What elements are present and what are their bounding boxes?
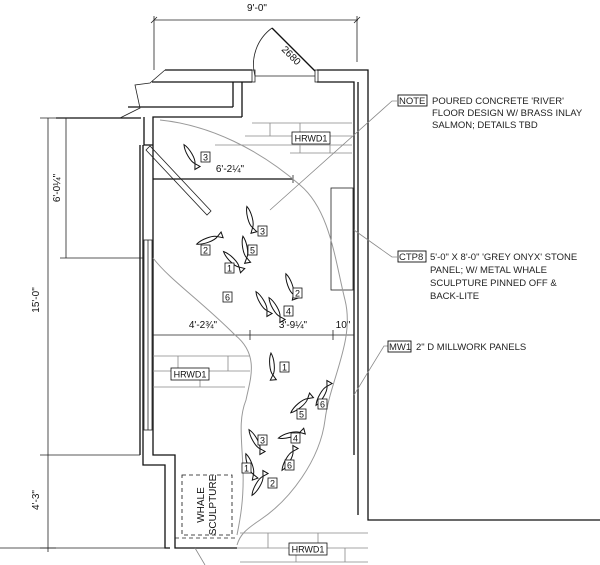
- salmon-icon: 2: [195, 231, 224, 256]
- fish-tag: 3: [260, 436, 265, 446]
- salmon-icon: 6: [281, 444, 300, 472]
- window: [143, 239, 153, 431]
- salmon-icon: 3: [248, 428, 268, 456]
- concrete-river: [152, 119, 348, 546]
- salmon-icon: 3: [183, 143, 211, 171]
- fish-tag: 1: [227, 264, 232, 274]
- salmon-icon: 5: [289, 392, 315, 420]
- salmon-icon: 5: [241, 235, 258, 264]
- salmon-icon: 1: [241, 452, 259, 481]
- whale-sculpture: WHALE SCULPTURE: [181, 474, 233, 536]
- dim-label: 15'-0": [31, 287, 42, 313]
- dimension-overall-width: 9'-0": [150, 3, 361, 70]
- door-2680: 2680: [251, 27, 319, 83]
- note-code: MW1: [389, 342, 411, 353]
- fish-tag: 5: [250, 246, 255, 256]
- fish-tag: 1: [244, 464, 249, 474]
- salmon-icon: 4: [268, 296, 294, 324]
- dim-label: 6'-2¼": [216, 163, 245, 175]
- note-line: SALMON; DETAILS TBD: [432, 120, 538, 131]
- salmon-icon: 4: [277, 427, 306, 444]
- note-line: POURED CONCRETE 'RIVER': [432, 96, 564, 107]
- fish-tag: 3: [203, 153, 208, 163]
- dim-label: 10": [336, 320, 351, 331]
- hrwd-tag: HRWD1: [292, 545, 325, 555]
- leader-lines: [194, 100, 397, 565]
- salmon-icon: 6: [315, 379, 334, 410]
- note-poured-concrete: NOTE POURED CONCRETE 'RIVER' FLOOR DESIG…: [397, 94, 583, 131]
- fish-tag: 4: [286, 307, 291, 317]
- fish-tag: 2: [203, 246, 208, 256]
- dim-label: 9'-0": [247, 3, 267, 14]
- note-line: PANEL; W/ METAL WHALE: [430, 265, 547, 276]
- fish-tag: 6: [287, 461, 292, 471]
- salmon-icon: 1: [222, 250, 246, 274]
- fish-tag: 4: [293, 434, 298, 444]
- salmon-icon: 6: [222, 290, 274, 318]
- diagonal-element: [145, 145, 212, 216]
- salmon-icon: 2: [251, 469, 278, 497]
- salmon-icon: 3: [246, 205, 268, 237]
- stone-panel-ctp8: [330, 187, 354, 291]
- note-line: SCULPTURE PINNED OFF &: [430, 278, 557, 289]
- dim-label: 4'-3": [31, 490, 42, 510]
- left-dimensions: 15'-0" 6'-0¼" 4'-3": [31, 117, 143, 552]
- salmon-icon: 2: [285, 272, 303, 301]
- fish-tag: 6: [225, 293, 230, 303]
- dim-label: 6'-0¼": [51, 173, 63, 202]
- whale-label: WHALE: [196, 487, 207, 523]
- walls: [0, 69, 600, 549]
- note-code: CTP8: [399, 252, 423, 263]
- fish-tag: 3: [260, 227, 265, 237]
- door-tag: 2680: [279, 44, 303, 68]
- salmon-icon: 1: [269, 351, 290, 381]
- fish-tag: 6: [320, 400, 325, 410]
- note-ctp8: CTP8 5'-0" X 8'-0" 'GREY ONYX' STONE PAN…: [397, 250, 577, 302]
- fish-tag: 2: [295, 289, 300, 299]
- hrwd-tag: HRWD1: [174, 370, 207, 380]
- note-line: FLOOR DESIGN W/ BRASS INLAY: [432, 108, 583, 119]
- fish-tag: 2: [270, 479, 275, 489]
- hrwd-tag: HRWD1: [295, 134, 328, 144]
- fish-tag: 1: [282, 363, 287, 373]
- whale-label: SCULPTURE: [208, 474, 219, 535]
- interior-dimensions: 6'-2¼" 4'-2¾" 3'-9¼" 10": [153, 163, 351, 340]
- note-mw1: MW1 2" D MILLWORK PANELS: [387, 340, 526, 353]
- hardwood-floor: HRWD1 HRWD1 HRWD1: [153, 122, 368, 563]
- fish-tag: 5: [299, 410, 304, 420]
- note-line: 5'-0" X 8'-0" 'GREY ONYX' STONE: [430, 252, 577, 263]
- dim-label: 4'-2¾": [189, 320, 218, 331]
- dim-label: 3'-9¼": [279, 319, 308, 331]
- note-line: BACK-LITE: [430, 291, 479, 302]
- note-line: 2" D MILLWORK PANELS: [416, 342, 526, 353]
- note-code: NOTE: [399, 96, 425, 107]
